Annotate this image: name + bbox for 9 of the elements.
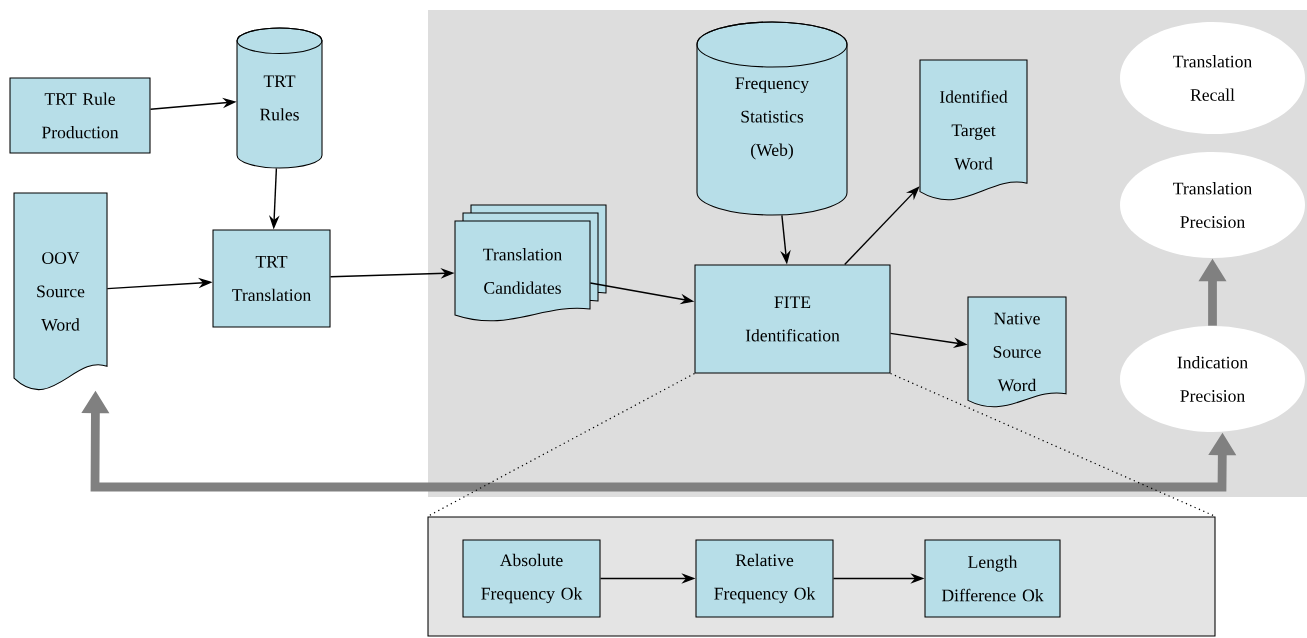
process-box: FITE Identification (694, 264, 891, 374)
process-box: TRT Translation (212, 229, 331, 328)
process-box: Relative Frequency Ok (695, 539, 834, 618)
database-cylinder: TRT Rules (236, 27, 323, 169)
process-box: TRT Rule Production (9, 77, 151, 154)
database-cylinder: Frequency Statistics (Web) (696, 21, 848, 216)
process-box: Absolute Frequency Ok (462, 539, 601, 618)
process-box: Length Difference Ok (924, 539, 1061, 618)
document-stack: Translation Candidates (454, 204, 607, 322)
